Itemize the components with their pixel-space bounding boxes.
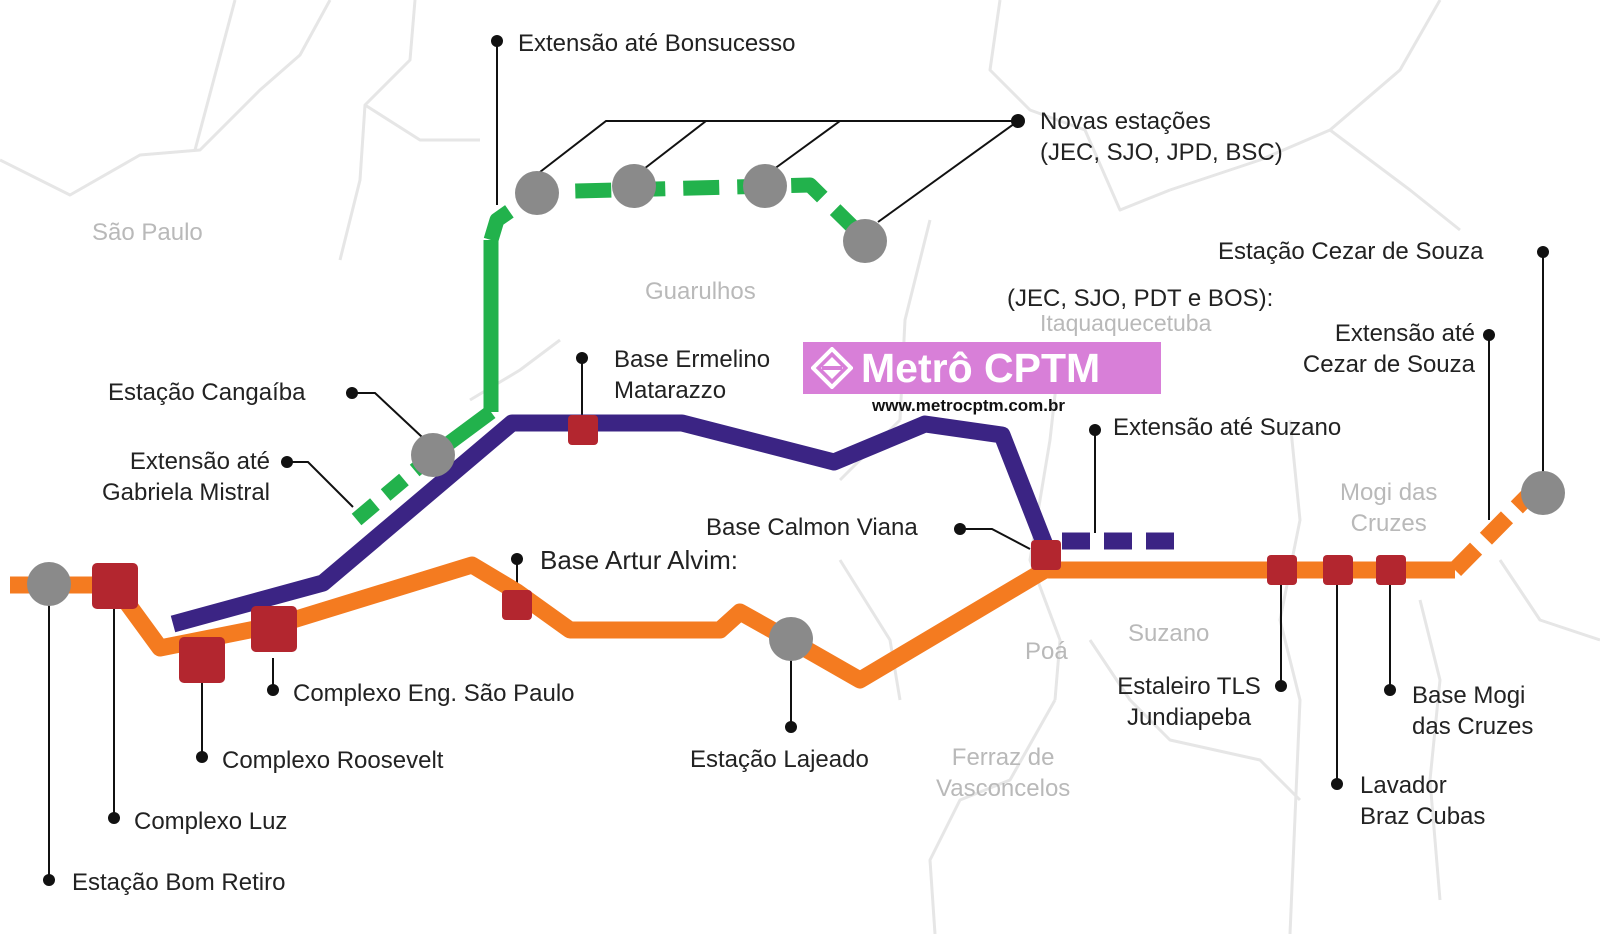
pointer-lines [48, 41, 1544, 880]
label-eng-sao-paulo: Complexo Eng. São Paulo [293, 680, 575, 707]
label-lajeado: Estação Lajeado [690, 746, 869, 773]
station-circle-cangaiba [411, 433, 455, 477]
station-circle-bom-retiro [27, 562, 71, 606]
label-calmon: Base Calmon Viana [706, 514, 918, 541]
city-mogi: Mogi das Cruzes [1340, 477, 1437, 539]
base-squares [92, 415, 1406, 683]
base-square-luz [92, 563, 138, 609]
label-extensao-cezar-line-1: Extensão até [1334, 320, 1475, 347]
base-square-ermelino [568, 415, 598, 445]
city-mogi-line-2: Cruzes [1350, 510, 1427, 537]
label-gabriela-line-2: Gabriela Mistral [101, 479, 270, 506]
label-novas-estacoes-line-1: Novas estações [1040, 108, 1211, 135]
label-estaleiro: Estaleiro TLS Jundiapeba [1100, 671, 1278, 733]
base-square-estaleiro [1267, 555, 1297, 585]
label-bom-retiro: Estação Bom Retiro [72, 869, 286, 896]
station-circle-lajeado [769, 617, 813, 661]
city-poa: Poá [1025, 638, 1068, 665]
label-luz: Complexo Luz [134, 808, 288, 835]
base-square-eng-sao-paulo [251, 606, 297, 652]
label-extensao-suzano: Extensão até Suzano [1113, 414, 1342, 441]
station-circles [27, 164, 1565, 661]
label-roosevelt: Complexo Roosevelt [222, 747, 444, 774]
orange-line [10, 486, 1539, 689]
city-ferraz: Ferraz de Vasconcelos [936, 742, 1070, 804]
label-base-ermelino: Base Ermelino Matarazzo [614, 344, 770, 406]
label-bonsucesso: Extensão até Bonsucesso [518, 30, 796, 57]
label-base-mogi-line-1: Base Mogi [1412, 682, 1526, 709]
watermark-banner: Metrô CPTM [803, 342, 1161, 394]
label-cezar-estacao: Estação Cezar de Souza [1218, 238, 1484, 265]
purple-line [170, 414, 1175, 633]
city-ferraz-line-1: Ferraz de [951, 744, 1055, 771]
label-base-ermelino-line-2: Matarazzo [614, 377, 727, 404]
label-base-mogi: Base Mogi das Cruzes [1412, 680, 1533, 742]
label-gabriela-line-1: Extensão até [129, 448, 270, 475]
label-extensao-cezar-line-2: Cezar de Souza [1302, 351, 1475, 378]
base-square-mogi [1376, 555, 1406, 585]
label-lavador-line-2: Braz Cubas [1360, 803, 1486, 830]
base-square-roosevelt [179, 637, 225, 683]
label-novas-estacoes-line-2: (JEC, SJO, JPD, BSC) [1040, 139, 1283, 166]
label-base-mogi-line-2: das Cruzes [1412, 713, 1534, 740]
city-guarulhos: Guarulhos [645, 278, 756, 305]
label-dots [43, 35, 1549, 886]
metro-cptm-logo-icon [811, 347, 853, 389]
base-square-calmon [1031, 540, 1061, 570]
city-mogi-line-1: Mogi das [1340, 479, 1438, 506]
label-gabriela: Extensão até Gabriela Mistral [70, 446, 270, 508]
station-circle-bonsucesso-4 [843, 219, 887, 263]
city-ferraz-line-2: Vasconcelos [936, 775, 1071, 802]
watermark-brand: Metrô CPTM [861, 345, 1101, 391]
watermark-url: www.metrocptm.com.br [872, 396, 1066, 415]
label-cangaiba: Estação Cangaíba [108, 379, 306, 406]
station-circle-bonsucesso-1 [515, 171, 559, 215]
base-square-artur-alvim [502, 590, 532, 620]
label-jec-bos: (JEC, SJO, PDT e BOS): [1007, 285, 1274, 312]
station-circle-bonsucesso-3 [743, 164, 787, 208]
label-lavador-line-1: Lavador [1360, 772, 1447, 799]
city-sao-paulo: São Paulo [92, 219, 203, 246]
city-suzano: Suzano [1128, 620, 1210, 647]
label-lavador: Lavador Braz Cubas [1360, 770, 1485, 832]
base-square-lavador [1323, 555, 1353, 585]
label-estaleiro-line-2: Jundiapeba [1126, 704, 1252, 731]
label-extensao-cezar: Extensão até Cezar de Souza [1282, 318, 1475, 380]
label-novas-estacoes: Novas estações (JEC, SJO, JPD, BSC) [1040, 106, 1283, 168]
station-circle-bonsucesso-2 [612, 164, 656, 208]
label-base-ermelino-line-1: Base Ermelino [614, 346, 771, 373]
city-itaquaquecetuba: Itaquaquecetuba [1040, 310, 1212, 336]
station-circle-cezar [1521, 471, 1565, 515]
label-artur-alvim: Base Artur Alvim: [540, 545, 738, 575]
label-estaleiro-line-1: Estaleiro TLS [1117, 673, 1261, 700]
